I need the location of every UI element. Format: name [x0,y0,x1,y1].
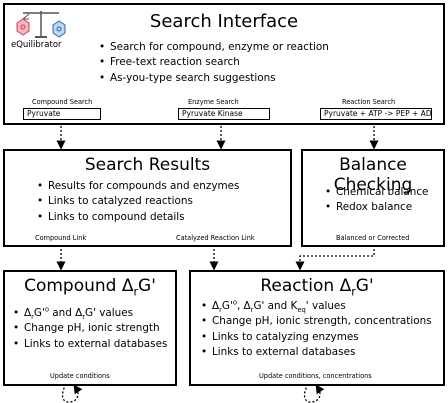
text: and Δ [48,307,83,319]
text: ' values [305,300,346,312]
title-text: Compound Δ [24,276,134,296]
title-sub: r [351,285,356,299]
enzyme-search-label: Enzyme Search [188,97,239,106]
search-interface-box: eQuilibrator Search Interface Search for… [3,3,445,125]
text: G' [221,300,233,312]
search-results-box: Search Results Results for compounds and… [3,149,292,247]
bullet-item: Results for compounds and enzymes [37,179,239,195]
bullet-item: Links to catalyzed reactions [37,194,239,210]
text: G' and K [253,300,298,312]
bullet-item: ΔrG'o, ΔrG' and Keq' values [201,298,432,315]
search-results-title: Search Results [84,155,211,175]
sub: r [82,313,85,322]
sup: o [44,305,49,314]
text: , Δ [236,300,251,312]
sub: r [250,306,254,315]
bullet-item: Change pH, ionic strength [13,321,167,337]
text: Δ [212,300,220,312]
search-interface-title: Search Interface [149,11,299,32]
bullet-item: Change pH, ionic strength, concentration… [201,314,432,330]
balance-checking-box: Balance Checking Chemical balance Redox … [301,149,445,247]
bullet-item: Free-text reaction search [99,55,329,71]
reaction-dg-bullets: ΔrG'o, ΔrG' and Keq' values Change pH, i… [201,299,432,361]
bullet-item: As-you-type search suggestions [99,71,329,87]
text: Δ [24,307,32,319]
title-text: Reaction Δ [260,276,352,296]
search-results-bullets: Results for compounds and enzymes Links … [37,179,239,226]
update-conditions-label[interactable]: Update conditions [50,371,110,380]
reaction-search-input[interactable]: Pyruvate + ATP -> PEP + ADP [320,108,432,120]
compound-dg-box: Compound ΔrG' ΔrG'o and ΔrG' values Chan… [3,270,177,386]
compound-link-label[interactable]: Compound Link [35,233,87,242]
compound-search-input[interactable]: Pyruvate [23,108,101,120]
bullet-item: Links to external databases [13,337,167,353]
catalyzed-reaction-link-label[interactable]: Catalyzed Reaction Link [176,233,255,242]
compound-dg-title: Compound ΔrG' [5,276,175,299]
title-end: G' [138,276,156,296]
bullet-item: Links to compound details [37,210,239,226]
title-end: G' [355,276,374,296]
balanced-or-corrected-label: Balanced or Corrected [336,233,410,242]
sup: o [232,298,237,307]
balance-checking-bullets: Chemical balance Redox balance [325,185,428,216]
bullet-item: Chemical balance [325,185,428,201]
sub: r [31,313,34,322]
reaction-dg-title: Reaction ΔrG' [191,276,443,299]
bullet-item: Search for compound, enzyme or reaction [99,40,329,56]
sub: eq [297,306,306,315]
bullet-item: Links to catalyzing enzymes [201,330,432,346]
bullet-item: Redox balance [325,200,428,216]
bullet-item: Links to external databases [201,345,432,361]
sub: r [219,306,222,315]
enzyme-search-input[interactable]: Pyruvate Kinase [178,108,270,120]
text: G' values [85,307,134,319]
logo-text: eQuilibrator [11,40,62,50]
compound-dg-bullets: ΔrG'o and ΔrG' values Change pH, ionic s… [13,305,167,353]
balance-scale-icon [16,11,66,38]
reaction-search-label: Reaction Search [342,97,396,106]
reaction-dg-box: Reaction ΔrG' ΔrG'o, ΔrG' and Keq' value… [189,270,445,386]
title-sub: r [133,285,139,299]
text: G' [33,307,45,319]
equilibrator-logo: eQuilibrator [11,9,71,51]
update-conditions-concentrations-label[interactable]: Update conditions, concentrations [259,371,372,380]
compound-search-label: Compound Search [32,97,93,106]
bullet-item: ΔrG'o and ΔrG' values [13,305,167,322]
search-interface-bullets: Search for compound, enzyme or reaction … [99,40,329,87]
